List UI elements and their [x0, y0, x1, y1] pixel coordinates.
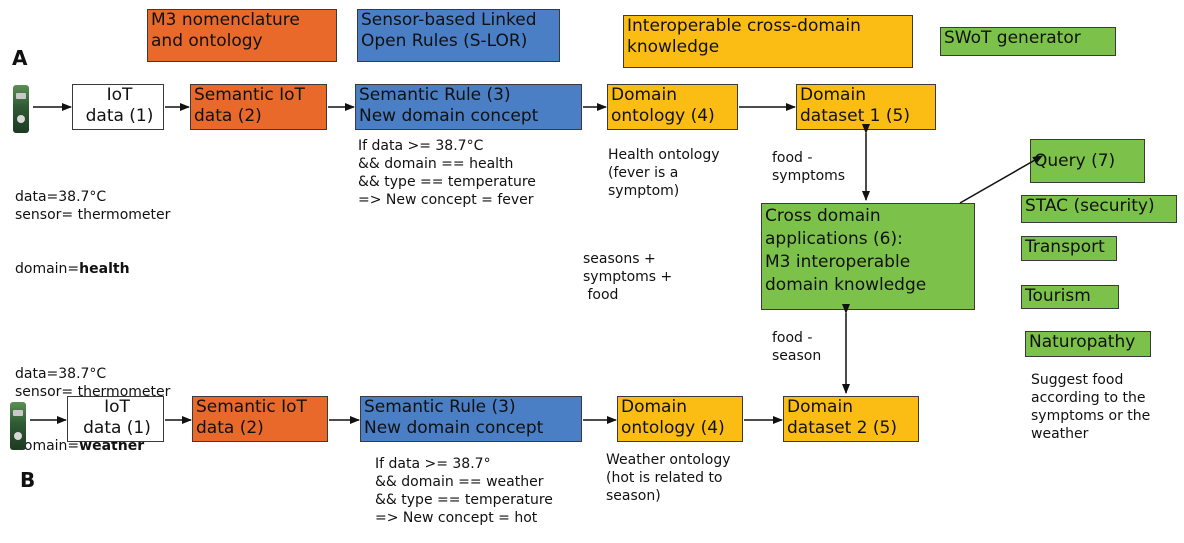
ontology-text-b: Weather ontology (hot is related to seas…: [606, 452, 731, 504]
link-food-symptoms: food - symptoms: [772, 150, 846, 184]
app-tourism: Tourism: [1021, 285, 1119, 309]
label-b: B: [20, 468, 36, 492]
link-food-season: food - season: [772, 330, 822, 364]
center-note: seasons + symptoms + food: [583, 251, 673, 303]
sensor-b-icon: [10, 402, 26, 450]
semantic-iot-a: Semantic IoT data (2): [190, 84, 327, 130]
domain-ontology-a: Domain ontology (4): [607, 84, 738, 130]
naturopathy-note: Suggest food according to the symptoms o…: [1031, 372, 1151, 442]
iot-data-a: IoT data (1): [72, 84, 164, 130]
domain-value-b: weather: [79, 438, 145, 454]
domain-dataset-2: Domain dataset 2 (5): [783, 396, 919, 442]
app-stac: STAC (security): [1021, 195, 1177, 223]
label-a: A: [12, 46, 28, 70]
semantic-rule-a: Semantic Rule (3) New domain concept: [355, 84, 582, 130]
semantic-iot-b: Semantic IoT data (2): [192, 396, 328, 442]
cross-domain-box: Cross domain applications (6): M3 intero…: [761, 203, 975, 310]
legend-interop: Interoperable cross-domain knowledge: [623, 15, 913, 68]
legend-slor: Sensor-based Linked Open Rules (S-LOR): [357, 9, 560, 62]
semantic-rule-b: Semantic Rule (3) New domain concept: [360, 396, 582, 442]
domain-dataset-1: Domain dataset 1 (5): [796, 84, 936, 130]
domain-value-a: health: [79, 261, 130, 277]
legend-m3: M3 nomenclature and ontology: [147, 9, 337, 62]
rule-text-a: If data >= 38.7°C && domain == health &&…: [358, 138, 536, 208]
legend-swot: SWoT generator: [940, 27, 1116, 56]
sensor-data-b: data=38.7°C sensor= thermometer domain=w…: [15, 366, 171, 454]
sensor-data-a: data=38.7°C sensor= thermometer domain=h…: [15, 189, 171, 277]
arrow-cross-query: [959, 155, 1043, 204]
domain-ontology-b: Domain ontology (4): [617, 396, 743, 442]
rule-text-b: If data >= 38.7° && domain == weather &&…: [375, 456, 553, 526]
iot-data-b: IoT data (1): [67, 396, 164, 442]
app-transport: Transport: [1021, 236, 1117, 261]
query-box: Query (7): [1030, 139, 1145, 183]
ontology-text-a: Health ontology (fever is a symptom): [608, 147, 720, 199]
app-naturopathy: Naturopathy: [1025, 331, 1151, 357]
sensor-a-icon: [13, 85, 29, 133]
